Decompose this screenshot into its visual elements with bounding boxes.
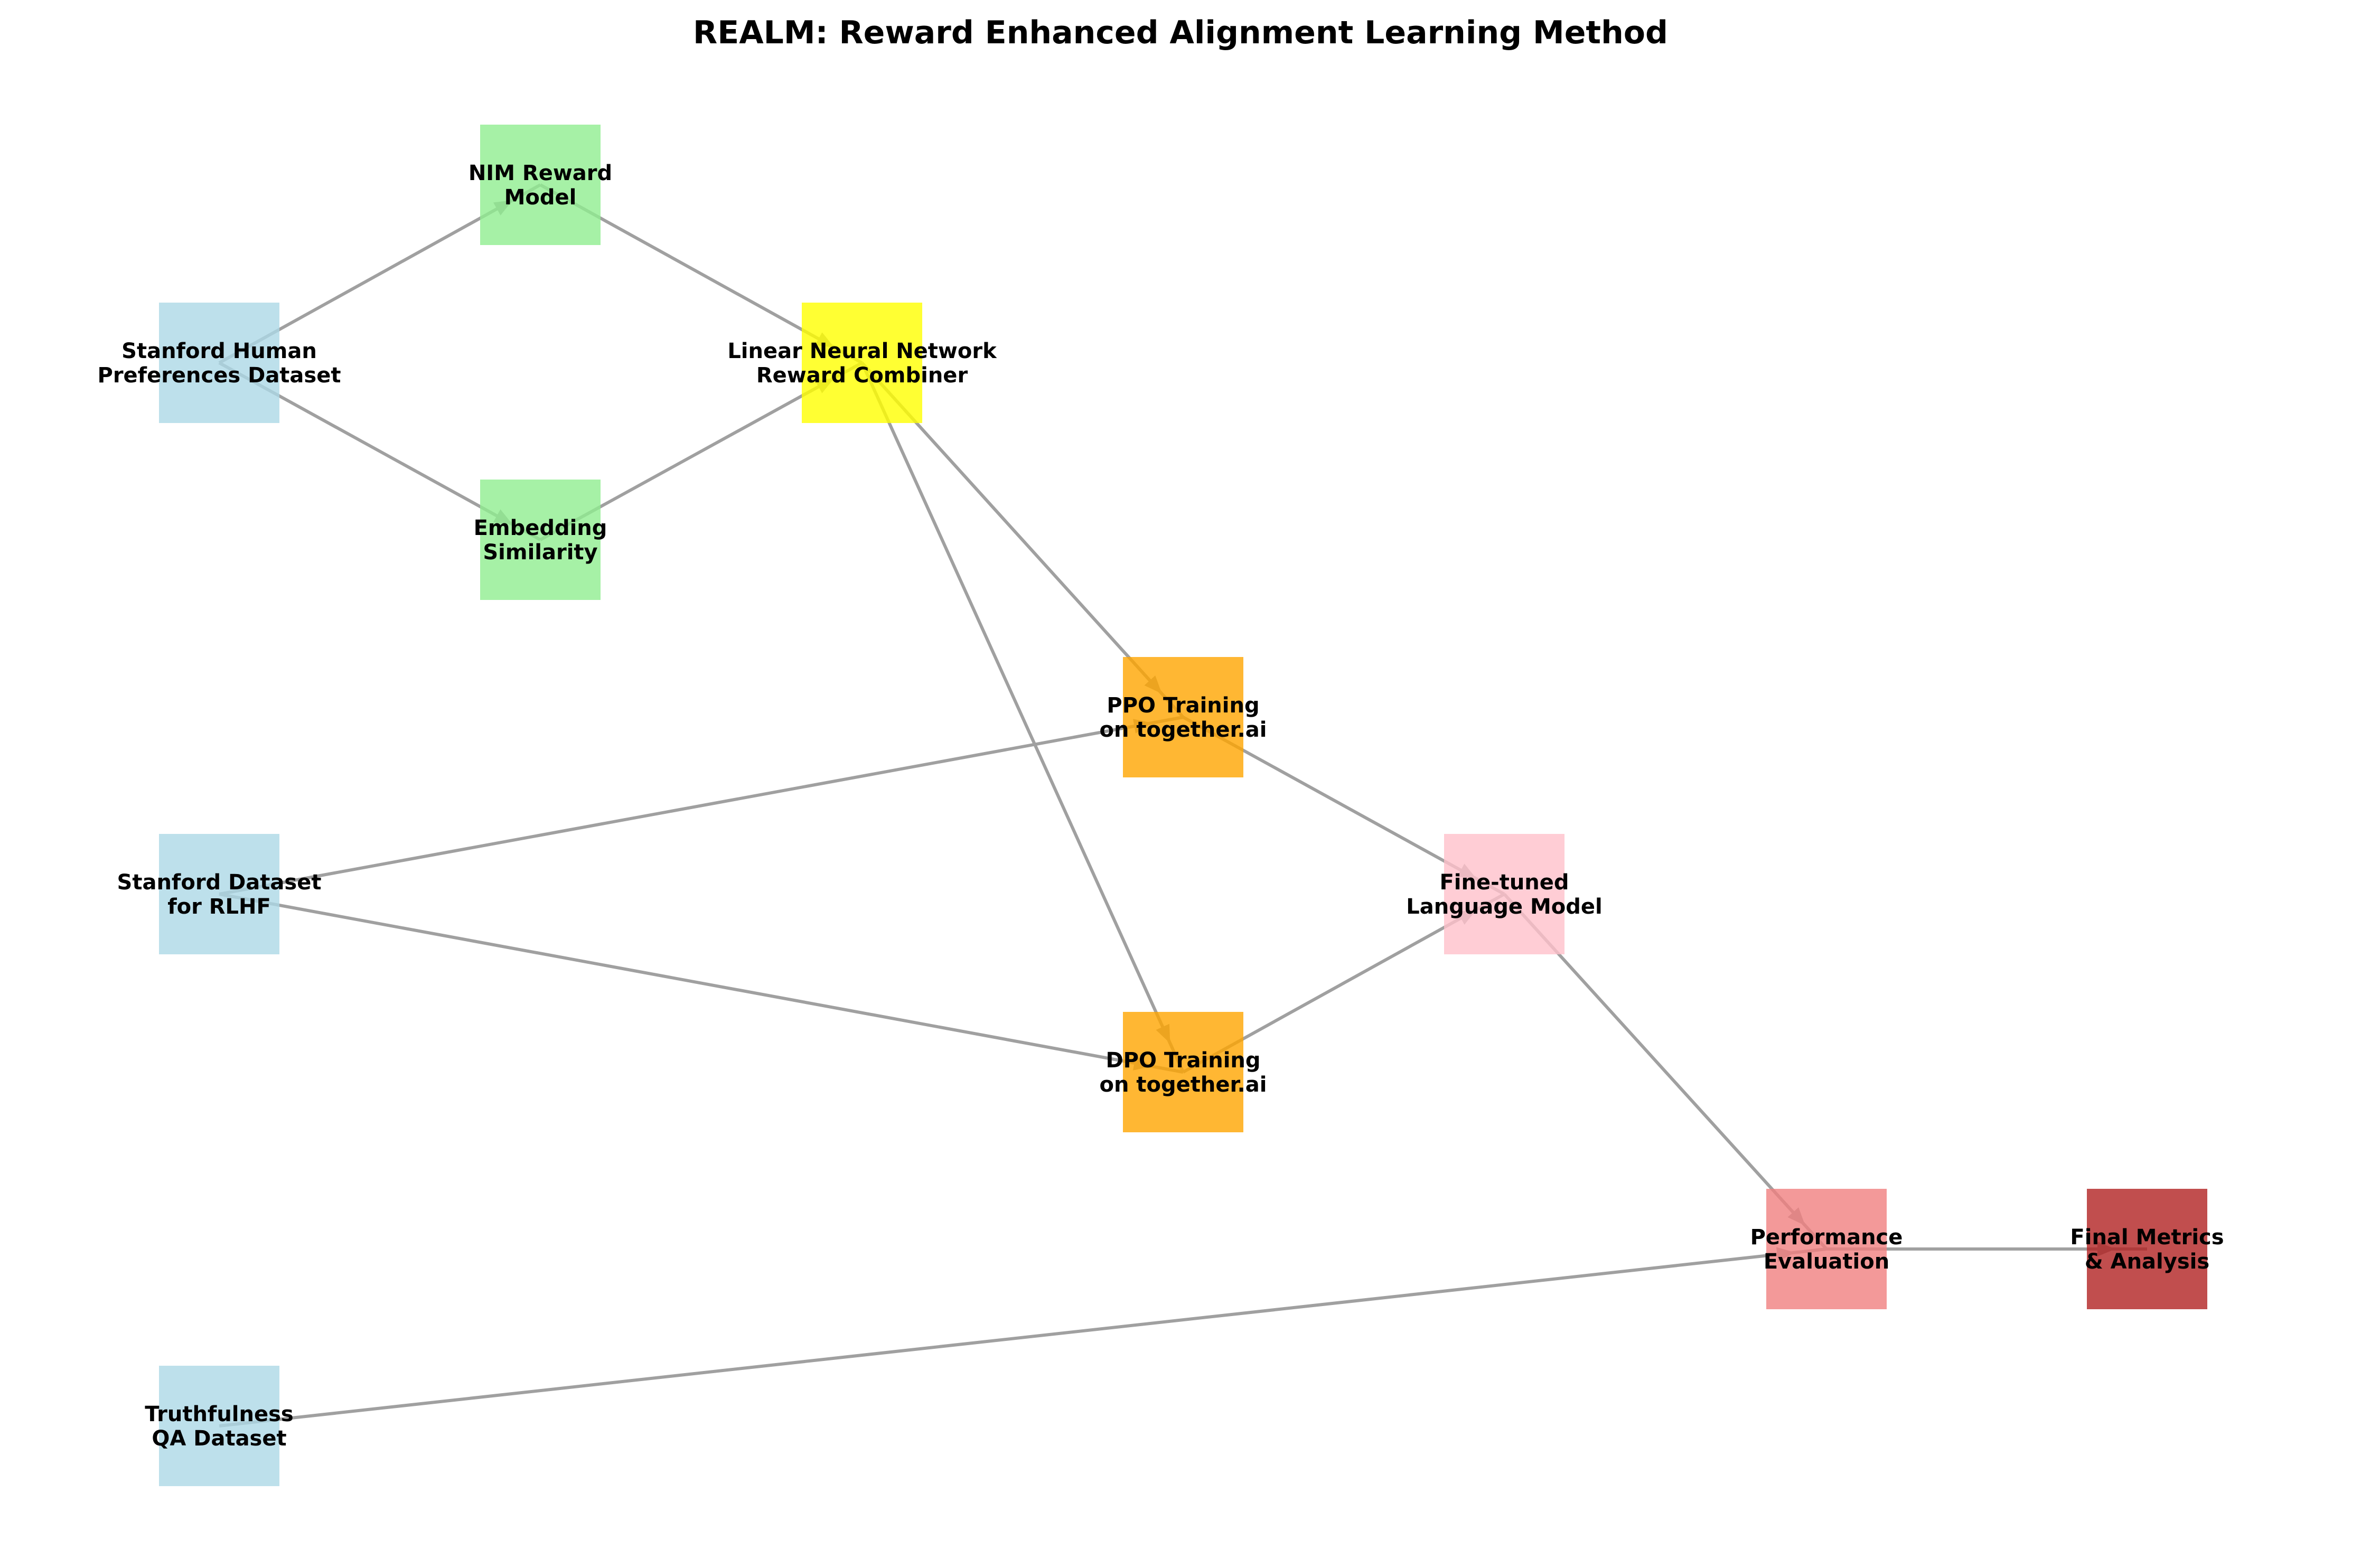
node-label-final: Final Metrics& Analysis [2070,1225,2224,1274]
node-label-line: Final Metrics [2070,1225,2224,1250]
node-label-line: PPO Training [1107,693,1259,718]
node-dpo [1123,1012,1243,1132]
node-stanford-hp [159,303,279,423]
node-label-line: Preferences Dataset [98,363,341,388]
node-label-line: on together.ai [1100,1073,1267,1097]
node-label-line: QA Dataset [152,1426,286,1451]
edge-combiner-to-dpo [860,362,1185,1073]
edge-truthfulness-to-evaluation [219,1247,1827,1428]
node-label-line: Stanford Human [121,339,317,363]
node-nim-reward [480,125,601,245]
node-label-line: Model [504,185,577,210]
node-label-line: Stanford Dataset [117,870,322,895]
diagram-title: REALM: Reward Enhanced Alignment Learnin… [693,14,1668,51]
node-label-line: Fine-tuned [1439,870,1569,895]
node-label-line: Truthfulness [145,1402,294,1426]
node-evaluation [1766,1189,1887,1309]
node-label-line: Language Model [1406,895,1603,919]
edge-stanford-rlhf-to-ppo [219,716,1184,896]
node-label-line: Evaluation [1764,1250,1889,1274]
node-finetuned [1444,834,1564,954]
node-final [2087,1189,2207,1309]
edge-stanford-rlhf-to-dpo [219,893,1184,1074]
node-label-line: Similarity [483,540,597,565]
nodes-layer [159,125,2207,1486]
node-embedding [480,480,601,600]
node-label-line: Linear Neural Network [727,339,997,363]
node-label-line: & Analysis [2085,1250,2209,1274]
node-combiner [802,303,922,423]
node-stanford-rlhf [159,834,279,954]
node-label-line: NIM Reward [469,161,612,185]
node-label-line: Embedding [474,516,607,540]
node-label-line: for RLHF [167,895,271,919]
node-label-line: Reward Combiner [756,363,968,388]
node-label-line: Performance [1750,1225,1903,1250]
node-truthfulness [159,1366,279,1486]
node-ppo [1123,657,1243,777]
node-label-line: DPO Training [1105,1048,1260,1073]
node-label-line: on together.ai [1100,718,1267,742]
